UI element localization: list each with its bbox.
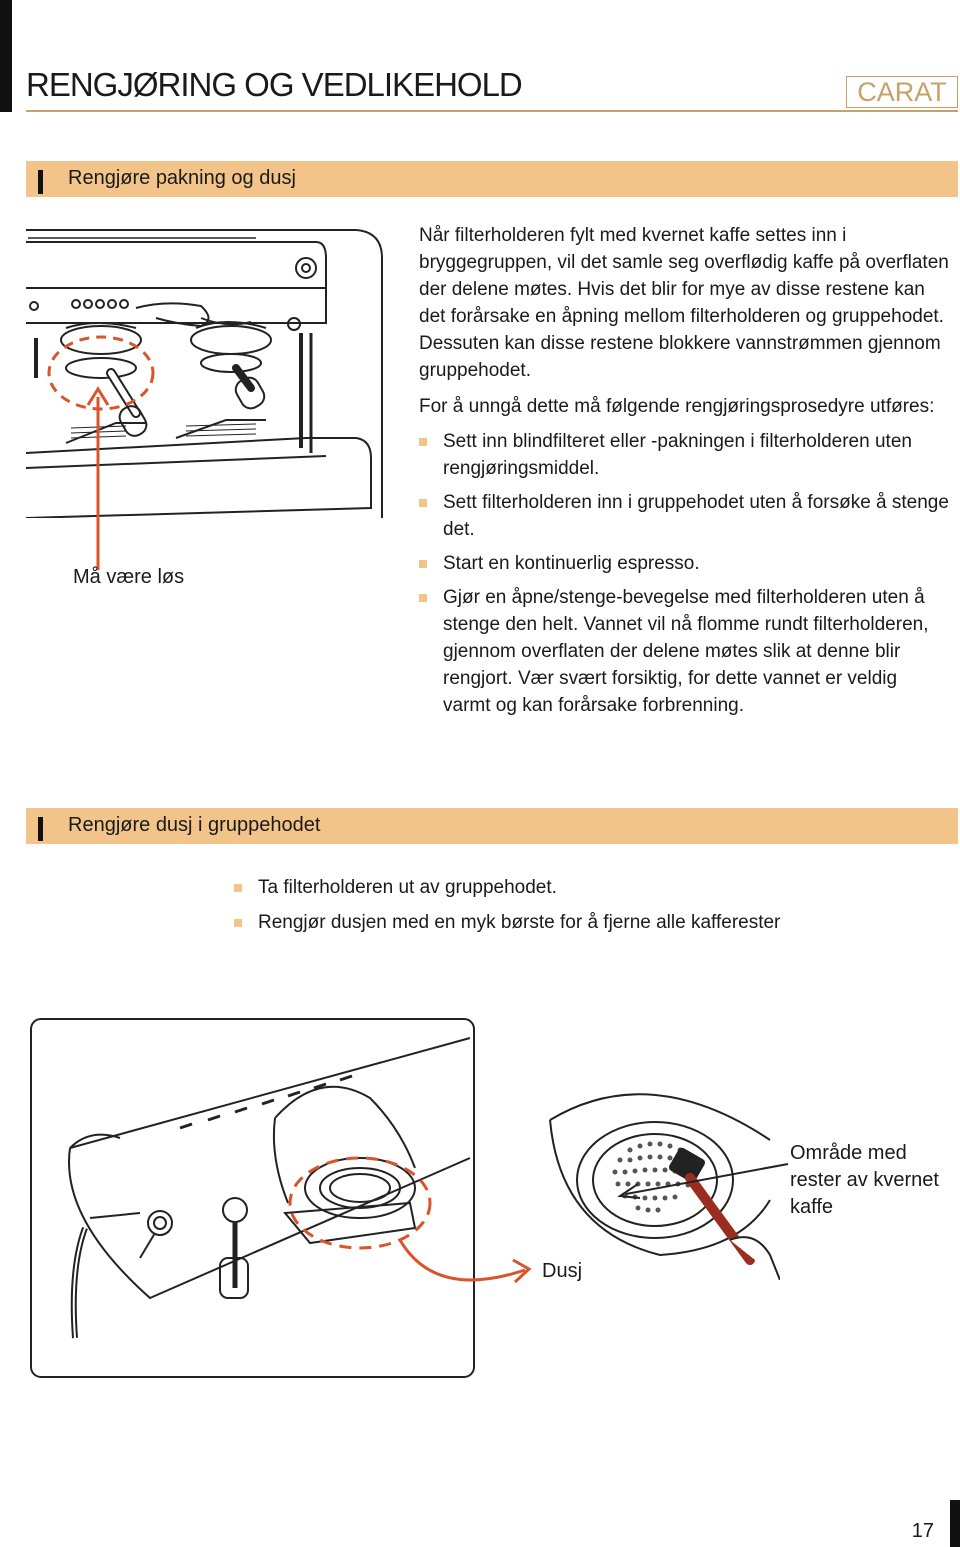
bullet-square-icon <box>234 884 242 892</box>
curved-arrow-icon <box>395 1230 545 1300</box>
title-divider <box>26 110 958 112</box>
espresso-machine-illustration <box>25 228 386 519</box>
header-accent-bar <box>0 0 12 112</box>
section-heading: Rengjøre pakning og dusj <box>68 167 296 189</box>
list-item: Sett inn blindfilteret eller -pakningen … <box>419 428 949 482</box>
section-heading-bar: Rengjøre pakning og dusj <box>26 161 958 197</box>
brand-logo-text: CARAT <box>857 76 947 107</box>
footer-accent-bar <box>950 1500 960 1547</box>
list-item: Rengjør dusjen med en myk børste for å f… <box>234 909 934 936</box>
list-item: Start en kontinuerlig espresso. <box>419 550 949 577</box>
list-item: Gjør en åpne/stenge-bevegelse med filter… <box>419 584 949 719</box>
list-item: Ta filterholderen ut av gruppehodet. <box>234 874 934 901</box>
procedure-steps: Sett inn blindfilteret eller -pakningen … <box>419 428 949 719</box>
arrow-up-icon <box>86 385 110 570</box>
page-number: 17 <box>911 1520 934 1542</box>
brand-logo: CARAT <box>846 76 958 108</box>
page-title: RENGJØRING OG VEDLIKEHOLD <box>26 66 523 103</box>
callout-residue-area: Område med rester av kvernet kaffe <box>790 1142 939 1218</box>
section-heading-bar: Rengjøre dusj i gruppehodet <box>26 808 958 844</box>
intro-paragraph: Når filterholderen fylt med kvernet kaff… <box>419 225 949 381</box>
shower-closeup-illustration <box>540 1080 781 1281</box>
section-heading: Rengjøre dusj i gruppehodet <box>68 814 321 836</box>
section-marker <box>38 170 43 194</box>
figure-caption: Må være løs <box>73 566 185 588</box>
callout-shower: Dusj <box>542 1260 583 1282</box>
bullet-square-icon <box>419 594 427 602</box>
bullet-square-icon <box>419 560 427 568</box>
procedure-intro: For å unngå dette må følgende rengjøring… <box>419 396 935 417</box>
bullet-square-icon <box>234 919 242 927</box>
bullet-square-icon <box>419 438 427 446</box>
group-head-illustration <box>30 1018 475 1378</box>
section2-text: Ta filterholderen ut av gruppehodet. Ren… <box>234 874 934 936</box>
pointer-arrow-icon <box>610 1160 790 1200</box>
bullet-square-icon <box>419 499 427 507</box>
cleaning-steps: Ta filterholderen ut av gruppehodet. Ren… <box>234 874 934 936</box>
section-marker <box>38 817 43 841</box>
list-item: Sett filterholderen inn i gruppehodet ut… <box>419 489 949 543</box>
section1-text: Når filterholderen fylt med kvernet kaff… <box>419 222 949 719</box>
